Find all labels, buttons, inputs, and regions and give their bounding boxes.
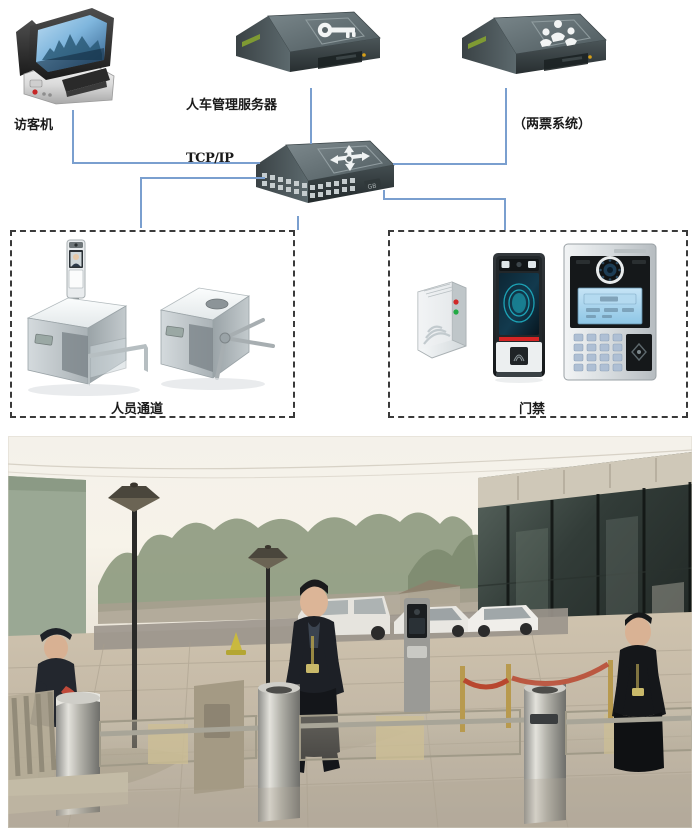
management-server[interactable] <box>232 10 384 92</box>
photo-face-terminal-1 <box>404 598 430 714</box>
center-equipment-box <box>194 680 244 794</box>
face-recognition-terminal[interactable] <box>491 251 547 383</box>
card-reader-icon <box>417 281 467 359</box>
visitor-machine-label: 访客机 <box>14 118 54 133</box>
second-system-label: （两票系统） <box>513 117 592 132</box>
second-system-server[interactable] <box>458 12 610 94</box>
street-lamp-1 <box>108 482 160 748</box>
key-icon <box>317 22 356 38</box>
link-switch-to-access-h <box>383 198 505 200</box>
link-second-server-down <box>505 88 507 164</box>
led-green-icon <box>453 309 459 315</box>
rack-server-icon <box>236 11 381 72</box>
network-switch-icon: GB <box>256 140 395 203</box>
entrance-gate-photograph <box>8 436 692 828</box>
link-switch-to-personnel-h <box>140 177 265 179</box>
street-lamp-2 <box>248 545 288 724</box>
rfid-card-reader[interactable] <box>412 276 474 366</box>
led-red-icon <box>453 299 459 305</box>
tripod-turnstile-icon <box>159 287 275 390</box>
video-door-station[interactable] <box>562 242 658 382</box>
handrail <box>99 715 692 737</box>
switch-ports <box>262 173 355 198</box>
svg-text:GB: GB <box>367 183 377 191</box>
personnel-channel-label: 人员通道 <box>111 402 164 417</box>
link-switch-drop <box>297 216 299 230</box>
treeline <box>98 512 480 612</box>
link-second-server-to-switch <box>393 163 507 165</box>
tcpip-label: TCP/IP <box>186 151 234 166</box>
rack-server-icon <box>462 13 607 74</box>
tripod-turnstile[interactable] <box>155 278 290 400</box>
link-kiosk-down <box>72 110 74 163</box>
face-terminal-icon <box>493 253 545 383</box>
nfc-wave-icon <box>423 325 451 345</box>
link-switch-to-access-v <box>504 198 506 230</box>
red-rope-barrier <box>460 660 613 732</box>
link-switch-right-stub <box>383 190 385 200</box>
left-railing-cluster <box>8 690 128 814</box>
far-right-person <box>612 612 666 772</box>
link-server-to-switch <box>310 88 312 144</box>
gate-pillar-center <box>258 682 300 822</box>
management-server-label: 人车管理服务器 <box>186 98 278 113</box>
fingerprint-icon <box>510 347 528 365</box>
traffic-cone-1 <box>226 632 246 655</box>
four-way-arrow-icon <box>330 145 370 171</box>
glass-wing-right <box>299 708 521 762</box>
personnel-channel-group <box>10 230 295 418</box>
network-switch[interactable]: GB <box>252 137 398 223</box>
photo-scene <box>8 436 692 828</box>
network-topology-diagram: 访客机 <box>6 4 688 418</box>
left-wall <box>8 476 86 642</box>
link-switch-to-personnel-v <box>140 178 142 228</box>
keypad <box>573 333 623 372</box>
people-group-icon <box>540 20 577 47</box>
swing-barrier-turnstile[interactable] <box>22 290 157 402</box>
visitor-kiosk-icon <box>16 8 115 105</box>
door-station-icon <box>563 243 657 381</box>
access-control-label: 门禁 <box>519 402 546 417</box>
access-control-group <box>388 230 688 418</box>
link-kiosk-to-switch <box>72 162 260 164</box>
face-scan-icon <box>503 283 535 323</box>
visitor-kiosk[interactable] <box>6 4 118 110</box>
parked-car-2 <box>468 605 538 637</box>
swing-turnstile-icon <box>26 297 148 396</box>
